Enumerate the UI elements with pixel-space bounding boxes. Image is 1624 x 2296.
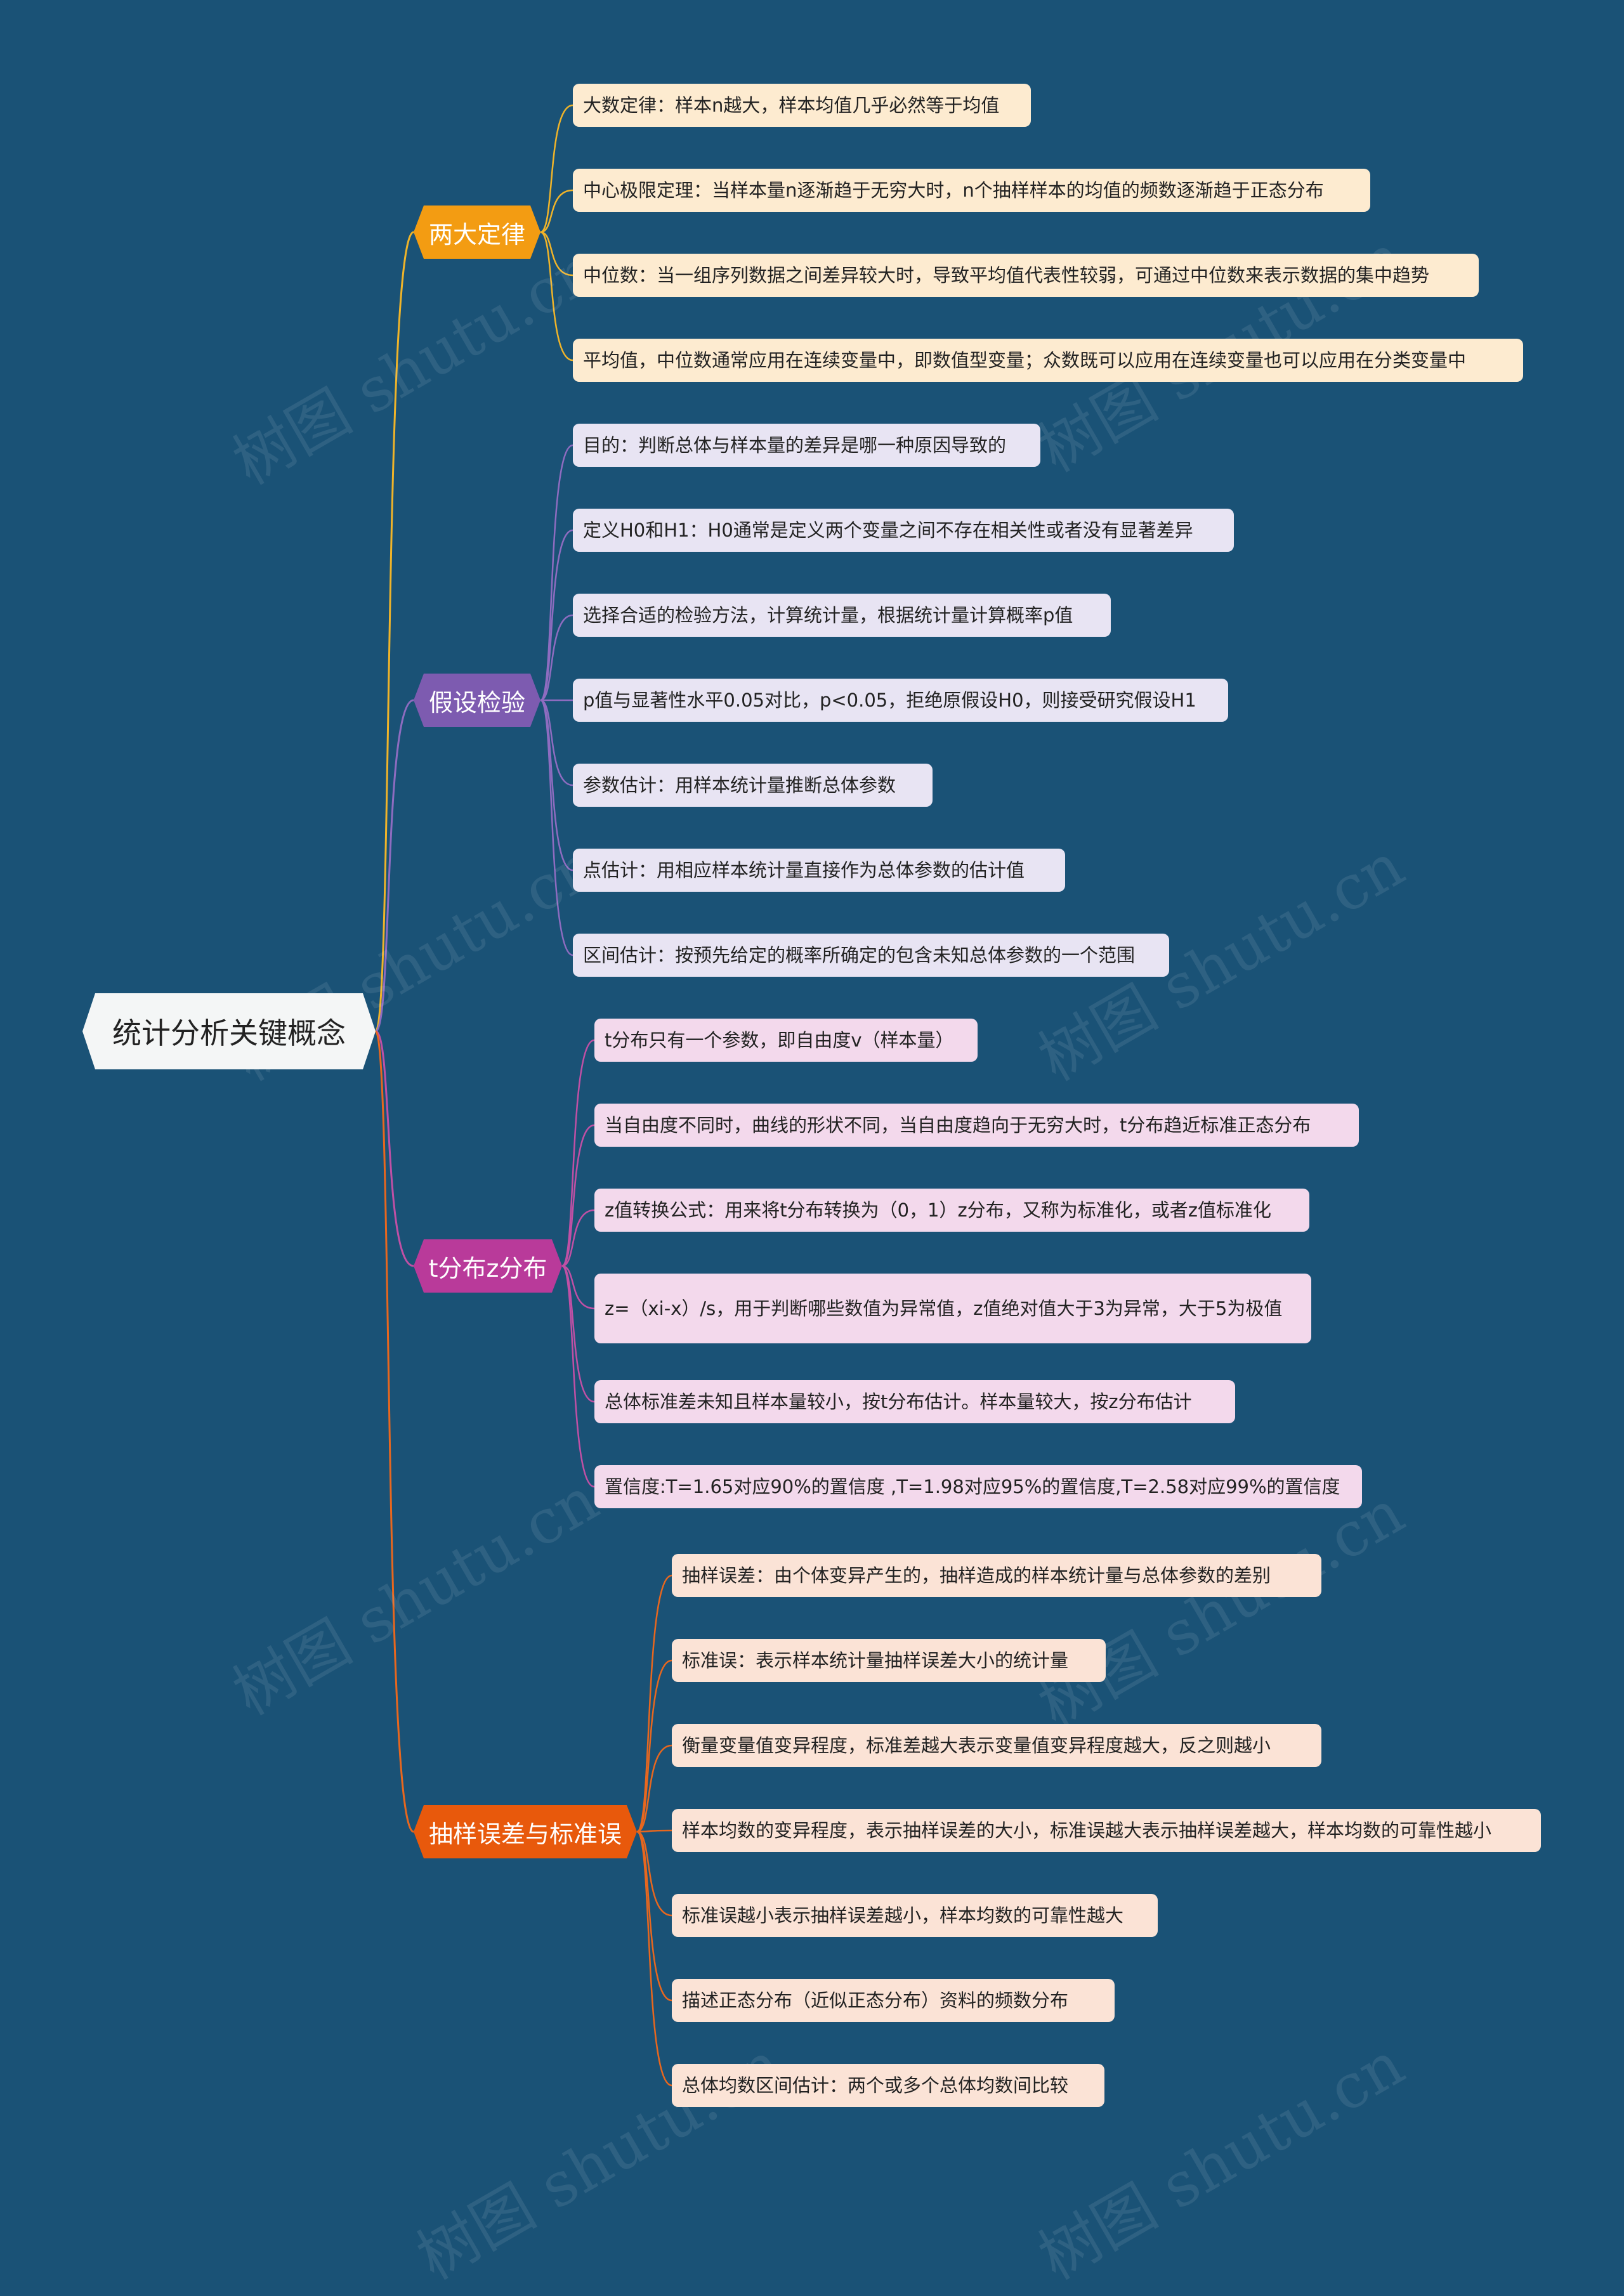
branch-leaf-connector	[540, 104, 573, 233]
branch-leaf-connector	[539, 444, 573, 701]
leaf-text: 大数定律：样本n越大，样本均值几乎必然等于均值	[583, 95, 1000, 116]
leaf-text: 点估计：用相应样本统计量直接作为总体参数的估计值	[583, 859, 1025, 881]
branch-leaf-connector	[561, 1209, 595, 1267]
leaf-node[interactable]: 总体均数区间估计：两个或多个总体均数间比较	[672, 2064, 1104, 2107]
branch-leaf-connector	[561, 1265, 595, 1488]
branch-leaf-connector	[540, 614, 573, 701]
leaf-node[interactable]: 目的：判断总体与样本量的差异是哪一种原因导致的	[573, 424, 1040, 467]
branch-leaf-connector	[561, 1265, 595, 1310]
root-node[interactable]: 统计分析关键概念	[82, 993, 376, 1069]
branch-leaf-connector	[636, 1830, 672, 2087]
branch-label: t分布z分布	[428, 1254, 547, 1282]
leaf-text: 区间估计：按预先给定的概率所确定的包含未知总体参数的一个范围	[583, 944, 1136, 966]
branch-leaf-connector	[636, 1829, 672, 1833]
leaf-text: 目的：判断总体与样本量的差异是哪一种原因导致的	[583, 434, 1007, 456]
branch-leaf-connector	[539, 699, 573, 956]
root-branch-connector	[374, 699, 414, 1033]
branch-leaf-connector	[636, 1574, 672, 1833]
branch-leaf-connector	[636, 1830, 672, 1917]
leaf-node[interactable]: 衡量变量值变异程度，标准差越大表示变量值变异程度越大，反之则越小	[672, 1724, 1321, 1767]
leaf-node[interactable]: 标准误：表示样本统计量抽样误差大小的统计量	[672, 1639, 1106, 1682]
leaf-text: 总体标准差未知且样本量较小，按t分布估计。样本量较大，按z分布估计	[605, 1391, 1192, 1412]
branch-label: 假设检验	[428, 688, 525, 717]
leaf-node[interactable]: z值转换公式：用来将t分布转换为（0，1）z分布，又称为标准化，或者z值标准化	[594, 1189, 1309, 1232]
leaf-node[interactable]: 区间估计：按预先给定的概率所确定的包含未知总体参数的一个范围	[573, 934, 1169, 977]
branch-leaf-connector	[636, 1830, 672, 2002]
leaf-node[interactable]: 选择合适的检验方法，计算统计量，根据统计量计算概率p值	[573, 594, 1111, 637]
leaf-text: t分布只有一个参数，即自由度v（样本量）	[605, 1029, 954, 1051]
branch-leaf-connector	[540, 529, 573, 701]
root-branch-connector	[374, 1030, 414, 1833]
leaf-text: 标准误越小表示抽样误差越小，样本均数的可靠性越大	[682, 1905, 1124, 1926]
root-branch-connector	[374, 231, 414, 1033]
leaf-node[interactable]: 定义H0和H1：H0通常是定义两个变量之间不存在相关性或者没有显著差异	[573, 509, 1234, 552]
branch-node[interactable]: 假设检验	[414, 674, 540, 727]
leaf-node[interactable]: t分布只有一个参数，即自由度v（样本量）	[594, 1019, 978, 1062]
branch-node[interactable]: t分布z分布	[414, 1239, 562, 1293]
branch-leaf-connector	[540, 231, 573, 277]
branch-leaf-connector	[561, 1039, 595, 1267]
leaf-text: 样本均数的变异程度，表示抽样误差的大小，标准误越大表示抽样误差越大，样本均数的可…	[682, 1820, 1492, 1841]
leaf-text: 置信度:T=1.65对应90%的置信度 ,T=1.98对应95%的置信度,T=2…	[605, 1476, 1340, 1497]
leaf-text: 描述正态分布（近似正态分布）资料的频数分布	[682, 1990, 1069, 2011]
leaf-node[interactable]: 总体标准差未知且样本量较小，按t分布估计。样本量较大，按z分布估计	[594, 1380, 1235, 1423]
branch-label: 抽样误差与标准误	[428, 1820, 622, 1848]
leaf-text: z=（xi-x）/s，用于判断哪些数值为异常值，z值绝对值大于3为异常，大于5为…	[605, 1298, 1283, 1319]
leaf-text: 当自由度不同时，曲线的形状不同，当自由度趋向于无穷大时，t分布趋近标准正态分布	[605, 1114, 1311, 1136]
leaf-text: 衡量变量值变异程度，标准差越大表示变量值变异程度越大，反之则越小	[682, 1735, 1271, 1756]
root-label: 统计分析关键概念	[112, 1016, 346, 1050]
leaf-node[interactable]: 标准误越小表示抽样误差越小，样本均数的可靠性越大	[672, 1894, 1158, 1937]
leaf-text: 参数估计：用样本统计量推断总体参数	[583, 774, 896, 796]
branch-node[interactable]: 抽样误差与标准误	[414, 1805, 637, 1858]
branch-leaf-connector	[540, 231, 573, 362]
branch-leaf-connector	[561, 1124, 595, 1267]
branch-leaf-connector	[540, 699, 573, 786]
leaf-text: 定义H0和H1：H0通常是定义两个变量之间不存在相关性或者没有显著差异	[583, 519, 1193, 541]
branch-label: 两大定律	[428, 220, 525, 249]
branch-node[interactable]: 两大定律	[414, 205, 540, 259]
leaf-text: 抽样误差：由个体变异产生的，抽样造成的样本统计量与总体参数的差别	[682, 1565, 1271, 1586]
leaf-node[interactable]: 置信度:T=1.65对应90%的置信度 ,T=1.98对应95%的置信度,T=2…	[594, 1465, 1362, 1508]
leaf-node[interactable]: 大数定律：样本n越大，样本均值几乎必然等于均值	[573, 84, 1031, 127]
leaf-text: 选择合适的检验方法，计算统计量，根据统计量计算概率p值	[583, 604, 1073, 626]
leaf-node[interactable]: 样本均数的变异程度，表示抽样误差的大小，标准误越大表示抽样误差越大，样本均数的可…	[672, 1809, 1541, 1852]
leaf-node[interactable]: 中心极限定理：当样本量n逐渐趋于无穷大时，n个抽样样本的均值的频数逐渐趋于正态分…	[573, 169, 1370, 212]
connector-lines	[374, 104, 672, 2087]
leaf-node[interactable]: 平均值，中位数通常应用在连续变量中，即数值型变量；众数既可以应用在连续变量也可以…	[573, 339, 1523, 382]
leaf-node[interactable]: 参数估计：用样本统计量推断总体参数	[573, 764, 933, 807]
leaf-text: 标准误：表示样本统计量抽样误差大小的统计量	[682, 1650, 1069, 1671]
leaf-text: p值与显著性水平0.05对比，p<0.05，拒绝原假设H0，则接受研究假设H1	[583, 689, 1196, 711]
branch-leaf-connector	[540, 189, 573, 233]
root-branch-connector	[375, 1030, 414, 1267]
leaf-node[interactable]: 点估计：用相应样本统计量直接作为总体参数的估计值	[573, 849, 1065, 892]
leaf-node[interactable]: 当自由度不同时，曲线的形状不同，当自由度趋向于无穷大时，t分布趋近标准正态分布	[594, 1104, 1359, 1147]
branch-leaf-connector	[636, 1659, 672, 1833]
leaf-node[interactable]: 中位数：当一组序列数据之间差异较大时，导致平均值代表性较弱，可通过中位数来表示数…	[573, 254, 1479, 297]
leaf-node[interactable]: z=（xi-x）/s，用于判断哪些数值为异常值，z值绝对值大于3为异常，大于5为…	[594, 1274, 1311, 1343]
branch-leaf-connector	[636, 1744, 672, 1833]
branch-leaf-connector	[561, 1265, 595, 1403]
leaf-node[interactable]: 描述正态分布（近似正态分布）资料的频数分布	[672, 1979, 1115, 2022]
leaf-text: z值转换公式：用来将t分布转换为（0，1）z分布，又称为标准化，或者z值标准化	[605, 1199, 1271, 1221]
leaf-text: 中位数：当一组序列数据之间差异较大时，导致平均值代表性较弱，可通过中位数来表示数…	[583, 264, 1430, 286]
leaf-text: 中心极限定理：当样本量n逐渐趋于无穷大时，n个抽样样本的均值的频数逐渐趋于正态分…	[583, 179, 1324, 201]
leaf-node[interactable]: p值与显著性水平0.05对比，p<0.05，拒绝原假设H0，则接受研究假设H1	[573, 679, 1228, 722]
leaf-text: 平均值，中位数通常应用在连续变量中，即数值型变量；众数既可以应用在连续变量也可以…	[583, 349, 1467, 371]
leaf-node[interactable]: 抽样误差：由个体变异产生的，抽样造成的样本统计量与总体参数的差别	[672, 1554, 1321, 1597]
leaf-text: 总体均数区间估计：两个或多个总体均数间比较	[682, 2075, 1069, 2096]
